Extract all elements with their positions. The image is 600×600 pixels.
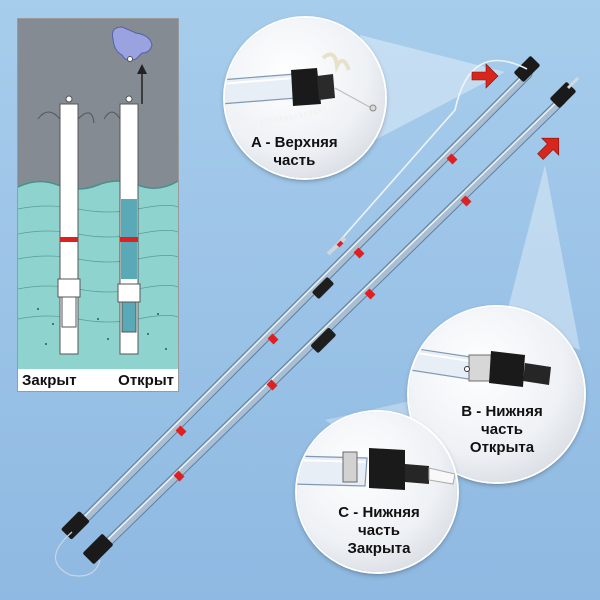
gloved-hand-icon bbox=[111, 26, 153, 62]
diagram-drawing bbox=[18, 19, 178, 369]
open-label: Открыт bbox=[118, 371, 174, 389]
pull-cord bbox=[329, 59, 528, 253]
bottom-cap-1 bbox=[61, 511, 90, 540]
callout-bottom-closed: C - Нижняя часть Закрыта bbox=[297, 412, 457, 572]
open-tube-drawing bbox=[103, 95, 141, 355]
bottom-cap-2 bbox=[83, 534, 113, 564]
callout-bottom-open: B - Нижняя часть Открыта bbox=[409, 307, 584, 482]
depth-markers bbox=[173, 153, 472, 482]
bottom-open-closeup bbox=[409, 347, 551, 387]
sampler-tube-1 bbox=[67, 69, 533, 537]
trailing-cord bbox=[54, 531, 101, 577]
red-arrow-icon bbox=[471, 63, 499, 89]
callout-b-pointer bbox=[505, 165, 580, 350]
callout-b-label: B - Нижняя часть Открыта bbox=[461, 403, 543, 456]
callout-top-part: A - Верхняя часть bbox=[225, 18, 385, 178]
closed-tube-drawing bbox=[37, 95, 95, 355]
top-cap-2 bbox=[550, 76, 580, 108]
top-part-closeup bbox=[225, 52, 377, 129]
callout-c-label: C - Нижняя часть Закрыта bbox=[338, 504, 420, 557]
callout-a-pointer bbox=[360, 35, 505, 140]
red-arrow-icon bbox=[537, 137, 560, 160]
sampler-tube-2 bbox=[89, 95, 567, 561]
mid-valve-2 bbox=[311, 328, 336, 353]
closed-label: Закрыт bbox=[22, 371, 77, 389]
up-arrow-icon bbox=[137, 64, 147, 104]
closed-open-diagram: Закрыт Открыт bbox=[17, 18, 179, 392]
bottom-closed-closeup bbox=[297, 448, 456, 490]
cord-weight bbox=[326, 236, 347, 256]
mid-valve-1 bbox=[312, 277, 334, 299]
diagram-labels: Закрыт Открыт bbox=[18, 369, 178, 391]
callout-a-label: A - Верхняя часть bbox=[251, 134, 338, 169]
